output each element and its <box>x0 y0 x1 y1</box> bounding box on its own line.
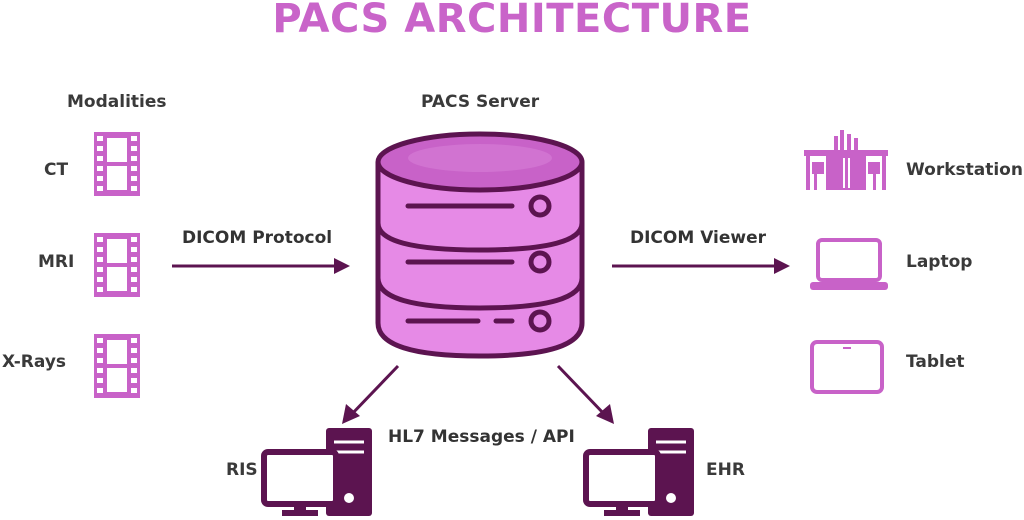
modality-label-ct: CT <box>44 160 69 180</box>
hl7-api-label: HL7 Messages / API <box>388 427 575 447</box>
film-strip-icon-ct <box>94 132 140 196</box>
system-label-ehr: EHR <box>706 460 745 480</box>
device-label-workstation: Workstation <box>906 160 1023 180</box>
device-label-tablet: Tablet <box>906 352 965 372</box>
dicom-protocol-label: DICOM Protocol <box>182 228 333 248</box>
film-strip-icon-mri <box>94 233 140 297</box>
film-strip-icon-xrays <box>94 334 140 398</box>
workstation-icon <box>804 130 888 190</box>
diagram-title: PACS ARCHITECTURE <box>272 0 752 42</box>
dicom-viewer-label: DICOM Viewer <box>630 228 767 248</box>
modality-label-mri: MRI <box>38 252 75 272</box>
system-label-ris: RIS <box>226 460 258 480</box>
bottom-arrows <box>342 364 614 424</box>
laptop-icon <box>810 238 888 290</box>
device-label-laptop: Laptop <box>906 252 973 272</box>
tablet-icon <box>810 340 884 394</box>
server-heading: PACS Server <box>421 92 540 112</box>
database-server-icon <box>375 131 585 359</box>
modalities-heading: Modalities <box>67 92 167 112</box>
arrow-right-icon-protocol <box>172 258 350 274</box>
arrow-right-icon-viewer <box>612 258 790 274</box>
modality-label-xrays: X-Rays <box>2 352 67 372</box>
ehr-computer-icon <box>583 428 694 516</box>
ris-computer-icon <box>261 428 372 516</box>
